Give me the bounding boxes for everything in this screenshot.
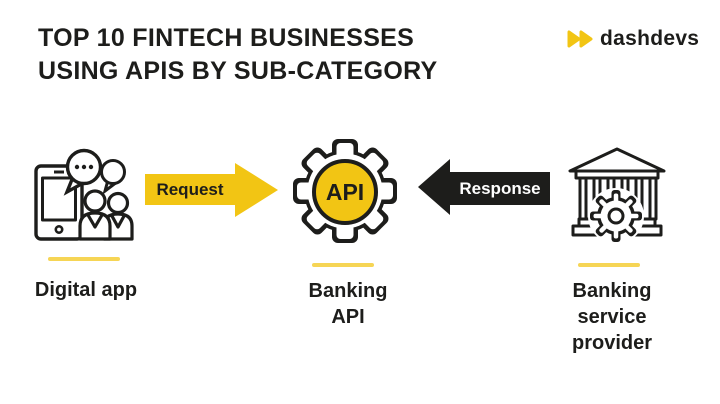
- banking-provider-label-line-3: provider: [571, 332, 653, 354]
- bank-building-gear-icon: [568, 147, 666, 244]
- smartphone-chat-people-icon: [34, 148, 134, 241]
- request-arrow-label: Request: [156, 180, 224, 199]
- chat-bubble-large-icon: [63, 148, 103, 196]
- banking-api-underline: [312, 263, 374, 267]
- api-gear-icon: API: [293, 139, 397, 243]
- title-line-2: USING APIS BY SUB-CATEGORY: [38, 57, 438, 85]
- dashdevs-logo: dashdevs: [567, 27, 699, 51]
- gear-hub: [607, 207, 625, 225]
- banking-api-label-line-2: API: [331, 306, 365, 328]
- chat-bubble-small-icon: [100, 159, 126, 195]
- phone-home-button: [54, 225, 64, 235]
- banking-provider-label-line-2: service: [577, 306, 647, 328]
- request-arrow: Request: [145, 162, 278, 218]
- response-arrow-label: Response: [459, 179, 541, 198]
- chat-ellipsis-dots: [74, 164, 94, 170]
- api-badge-circle: [312, 159, 378, 225]
- dashdevs-logo-text: dashdevs: [600, 27, 700, 50]
- banking-api-label-line-1: Banking: [308, 280, 388, 302]
- two-users-icon: [78, 189, 134, 241]
- digital-app-underline: [48, 257, 120, 261]
- banking-provider-underline: [578, 263, 640, 267]
- title-line-1: TOP 10 FINTECH BUSINESSES: [38, 24, 415, 52]
- banking-provider-label-line-1: Banking: [572, 280, 652, 302]
- page-title: TOP 10 FINTECH BUSINESSES USING APIS BY …: [38, 22, 438, 88]
- banking-provider-label: Banking service provider: [532, 278, 692, 356]
- digital-app-label: Digital app: [34, 279, 138, 301]
- banking-api-label: Banking API: [268, 278, 428, 330]
- response-arrow: Response: [418, 158, 550, 216]
- api-badge-text: API: [326, 179, 364, 205]
- fast-forward-icon: [567, 30, 593, 48]
